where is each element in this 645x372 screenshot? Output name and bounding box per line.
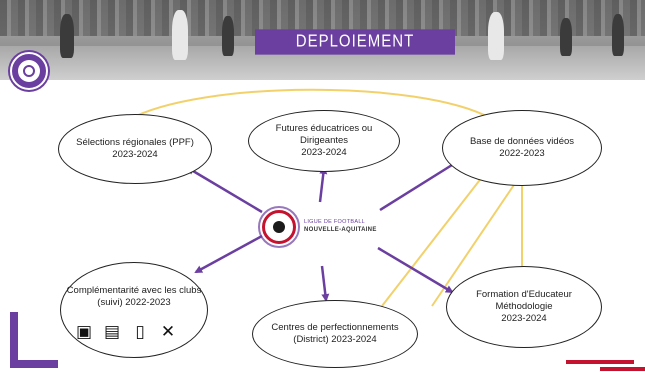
node-label: Base de données vidéos — [469, 136, 575, 148]
player-silhouette — [612, 14, 624, 56]
page-title: DEPLOIEMENT — [255, 29, 455, 55]
arrow-to-base — [379, 158, 462, 212]
node-label: Complémentarité avec les clubs — [66, 285, 202, 296]
training-icon: ✕ — [160, 322, 176, 342]
header-banner: DEPLOIEMENT — [0, 0, 645, 80]
corner-accent-left-bottom — [10, 360, 58, 368]
node-label: Futures éducatrices ou — [275, 123, 373, 135]
logo-line1: LIGUE DE FOOTBALL — [304, 219, 366, 225]
node-label: Dirigeantes — [299, 135, 349, 147]
node-formation-educateur: Formation d'Educateur Méthodologie 2023-… — [446, 266, 602, 348]
player-silhouette — [172, 10, 188, 60]
node-label: Centres de perfectionnements — [271, 322, 399, 334]
arrow-to-complementarite — [194, 234, 263, 274]
yellow-link-top — [127, 88, 491, 121]
arrow-to-centres — [320, 265, 330, 302]
corner-accent-left — [10, 312, 18, 368]
node-label: Sélections régionales (PPF) — [76, 137, 194, 149]
player-silhouette — [60, 14, 74, 58]
league-badge-icon — [10, 52, 48, 90]
node-date: 2023-2024 — [112, 149, 158, 160]
yellow-link-base-centres — [381, 171, 487, 307]
player-silhouette — [222, 16, 234, 56]
arrow-to-selections — [186, 166, 263, 214]
yellow-link-centres-formation — [431, 175, 521, 307]
node-date: 2022-2023 — [499, 148, 545, 159]
corner-accent-right — [600, 367, 645, 371]
player-silhouette — [560, 18, 572, 56]
node-centres-perfectionnement: Centres de perfectionnements (District) … — [252, 300, 418, 368]
node-base-videos: Base de données vidéos 2022-2023 — [442, 110, 602, 186]
logo-ring — [258, 206, 300, 248]
node-date: 2023-2024 — [301, 146, 347, 158]
node-complementarite-clubs: Complémentarité avec les clubs (suivi) 2… — [60, 262, 208, 358]
logo-line2: NOUVELLE-AQUITAINE — [304, 227, 377, 233]
corner-accent-right — [566, 360, 634, 364]
league-logo: LIGUE DE FOOTBALL NOUVELLE-AQUITAINE — [258, 206, 388, 248]
node-label: Formation d'Educateur — [476, 289, 572, 301]
video-icon: ▣ — [75, 322, 93, 342]
icon-row: ▣ ▤ ▯ ✕ — [74, 321, 194, 343]
football-icon — [262, 210, 296, 244]
node-date: (District) 2023-2024 — [293, 334, 377, 345]
player-silhouette — [488, 12, 504, 60]
node-label: Méthodologie — [495, 301, 553, 313]
node-selections-regionales: Sélections régionales (PPF) 2023-2024 — [58, 114, 212, 184]
node-date: (suivi) 2022-2023 — [97, 296, 171, 308]
node-date: 2023-2024 — [501, 312, 547, 324]
arrow-to-formation — [377, 246, 454, 294]
node-futures-educatrices: Futures éducatrices ou Dirigeantes 2023-… — [248, 110, 400, 172]
arrow-to-futures — [318, 166, 328, 203]
clipboard-icon: ▯ — [135, 322, 145, 342]
computer-icon: ▤ — [103, 322, 121, 342]
